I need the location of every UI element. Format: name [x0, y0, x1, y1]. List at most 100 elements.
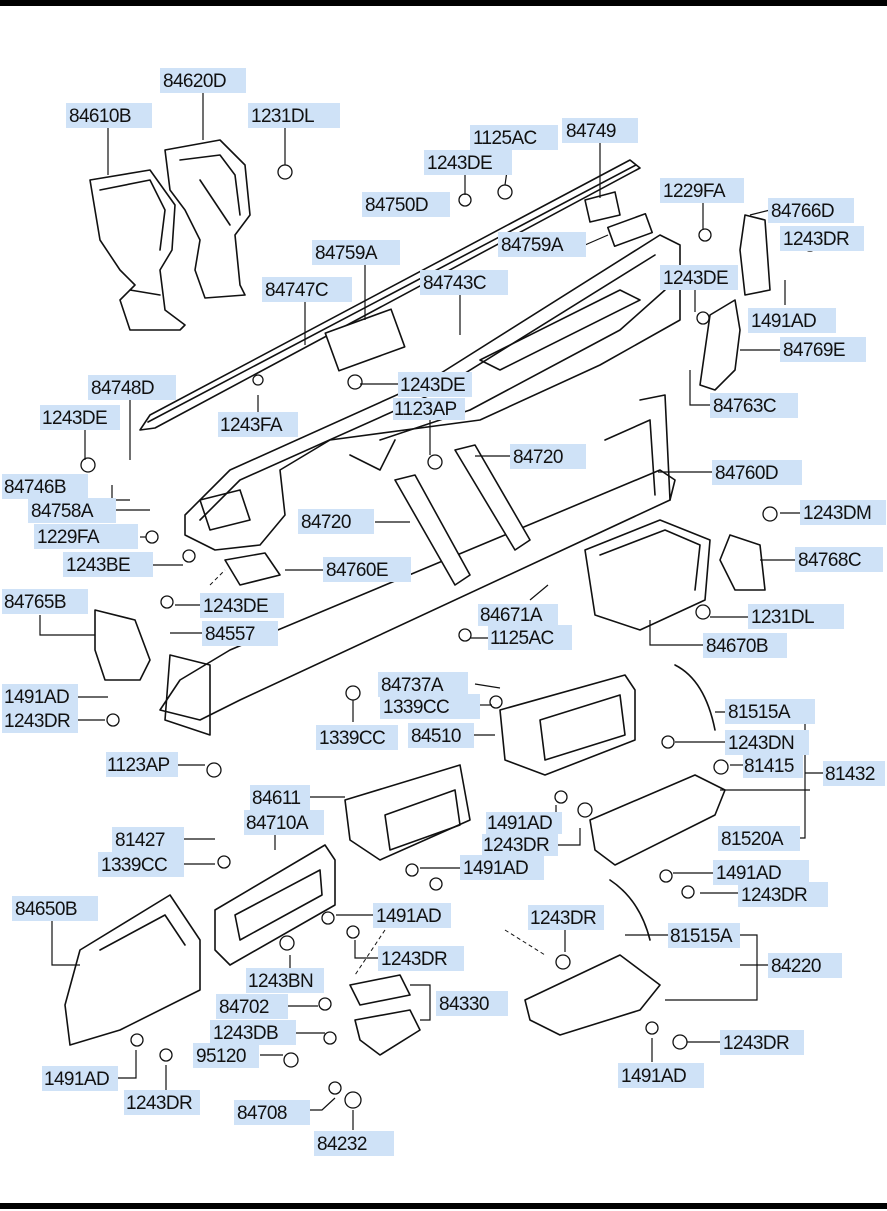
svg-text:84620D: 84620D	[163, 71, 226, 92]
label-1243db[interactable]: 1243DB	[210, 1020, 296, 1045]
label-84748d[interactable]: 84748D	[88, 375, 176, 400]
part-84765b-drawing	[94, 609, 151, 681]
label-1491ad-f[interactable]: 1491AD	[373, 903, 451, 928]
label-81515a-b[interactable]: 81515A	[668, 923, 740, 948]
label-1243dr-b[interactable]: 1243DR	[2, 708, 78, 733]
label-84720-a[interactable]: 84720	[510, 444, 586, 469]
label-81432[interactable]: 81432	[823, 761, 885, 786]
part-84760e-drawing	[224, 552, 281, 586]
label-1491ad-b[interactable]: 1491AD	[2, 684, 78, 709]
label-84650b[interactable]: 84650B	[12, 896, 98, 921]
label-84620d[interactable]: 84620D	[160, 68, 246, 93]
label-84720-b[interactable]: 84720	[298, 509, 374, 534]
label-84671a[interactable]: 84671A	[478, 604, 558, 626]
label-1243dr-a[interactable]: 1243DR	[780, 226, 864, 251]
label-84750d[interactable]: 84750D	[362, 192, 450, 217]
label-1125ac-b[interactable]: 1125AC	[488, 625, 572, 650]
label-1243dr-h[interactable]: 1243DR	[124, 1090, 200, 1115]
label-1243dm[interactable]: 1243DM	[800, 500, 886, 525]
label-84220[interactable]: 84220	[768, 953, 842, 978]
label-1339cc-a[interactable]: 1339CC	[380, 694, 480, 719]
label-1491ad-h[interactable]: 1491AD	[618, 1063, 704, 1088]
label-1243dr-c[interactable]: 1243DR	[482, 834, 558, 856]
label-84769e[interactable]: 84769E	[780, 337, 866, 362]
label-1125ac-top[interactable]: 1125AC	[470, 125, 558, 150]
label-1491ad-d[interactable]: 1491AD	[460, 855, 544, 880]
label-84758a[interactable]: 84758A	[28, 498, 116, 523]
label-84766d[interactable]: 84766D	[768, 198, 854, 223]
label-84708[interactable]: 84708	[234, 1100, 310, 1125]
part-84611-drawing	[344, 764, 471, 861]
svg-text:1123AP: 1123AP	[394, 399, 457, 420]
label-1231dl-top[interactable]: 1231DL	[248, 103, 340, 128]
label-1243de-c[interactable]: 1243DE	[398, 372, 472, 397]
label-84232[interactable]: 84232	[314, 1131, 394, 1156]
label-84749[interactable]: 84749	[562, 118, 638, 143]
label-84702[interactable]: 84702	[216, 994, 288, 1019]
svg-text:1229FA: 1229FA	[663, 181, 726, 202]
svg-text:1491AD: 1491AD	[4, 687, 69, 708]
svg-text:84766D: 84766D	[771, 201, 834, 222]
part-84610b-drawing	[89, 169, 186, 331]
label-84610b[interactable]: 84610B	[66, 103, 152, 128]
label-84510[interactable]: 84510	[408, 723, 474, 748]
svg-text:81415: 81415	[744, 756, 794, 777]
label-1229fa-a[interactable]: 1229FA	[660, 178, 744, 203]
label-84330[interactable]: 84330	[436, 991, 508, 1016]
label-84747c[interactable]: 84747C	[262, 277, 352, 302]
label-84710a[interactable]: 84710A	[244, 810, 324, 835]
part-84749-drawing	[584, 191, 621, 223]
label-84611[interactable]: 84611	[250, 785, 310, 810]
label-81427[interactable]: 81427	[112, 827, 184, 852]
svg-text:1231DL: 1231DL	[751, 607, 814, 628]
label-1229fa-b[interactable]: 1229FA	[34, 524, 138, 549]
label-1231dl-b[interactable]: 1231DL	[748, 604, 844, 629]
label-95120[interactable]: 95120	[193, 1043, 259, 1068]
label-1339cc-b[interactable]: 1339CC	[316, 725, 398, 750]
label-1243bn[interactable]: 1243BN	[246, 968, 324, 993]
label-1491ad-e[interactable]: 1491AD	[713, 860, 809, 885]
label-84759a-b[interactable]: 84759A	[498, 232, 586, 257]
label-84765b[interactable]: 84765B	[2, 589, 88, 614]
label-84760d[interactable]: 84760D	[712, 460, 802, 485]
svg-text:84748D: 84748D	[91, 378, 154, 399]
svg-text:84759A: 84759A	[501, 235, 564, 256]
label-1339cc-c[interactable]: 1339CC	[98, 852, 184, 877]
svg-text:84557: 84557	[205, 624, 255, 645]
label-81520a[interactable]: 81520A	[718, 826, 800, 851]
label-1491ad-a[interactable]: 1491AD	[748, 308, 836, 333]
svg-text:1243DE: 1243DE	[400, 375, 465, 396]
label-1243dr-f[interactable]: 1243DR	[378, 946, 464, 971]
label-1243fa[interactable]: 1243FA	[218, 412, 298, 437]
label-84737a[interactable]: 84737A	[378, 672, 468, 697]
label-84557[interactable]: 84557	[202, 621, 278, 646]
part-84670b-drawing	[584, 519, 711, 631]
label-1491ad-g[interactable]: 1491AD	[42, 1066, 118, 1091]
label-1243dn[interactable]: 1243DN	[725, 730, 809, 755]
label-1491ad-c[interactable]: 1491AD	[486, 812, 562, 834]
label-1243dr-g[interactable]: 1243DR	[720, 1030, 804, 1055]
part-84710a-drawing	[214, 844, 336, 966]
svg-text:84671A: 84671A	[480, 605, 543, 626]
label-1243be[interactable]: 1243BE	[63, 552, 153, 577]
label-81415[interactable]: 81415	[743, 753, 803, 778]
label-1123ap-b[interactable]: 1123AP	[106, 752, 178, 777]
label-84768c[interactable]: 84768C	[795, 547, 883, 572]
label-84670b[interactable]: 84670B	[703, 633, 787, 658]
label-1243dr-e[interactable]: 1243DR	[528, 905, 604, 930]
label-84760e[interactable]: 84760E	[323, 557, 411, 582]
label-84746b[interactable]: 84746B	[2, 474, 88, 499]
label-84743c[interactable]: 84743C	[420, 270, 508, 295]
svg-text:1125AC: 1125AC	[473, 128, 537, 149]
svg-text:84758A: 84758A	[31, 501, 94, 522]
label-81515a-a[interactable]: 81515A	[725, 699, 815, 724]
label-84763c[interactable]: 84763C	[710, 393, 798, 418]
label-1243dr-d[interactable]: 1243DR	[738, 882, 828, 907]
label-1243de-e[interactable]: 1243DE	[200, 593, 284, 618]
svg-text:1243DM: 1243DM	[803, 503, 871, 524]
label-84759a-a[interactable]: 84759A	[312, 240, 400, 265]
label-1243de-b[interactable]: 1243DE	[660, 265, 738, 290]
label-1123ap-a[interactable]: 1123AP	[393, 398, 465, 420]
label-1243de-a[interactable]: 1243DE	[424, 150, 512, 175]
label-1243de-d[interactable]: 1243DE	[40, 405, 120, 430]
